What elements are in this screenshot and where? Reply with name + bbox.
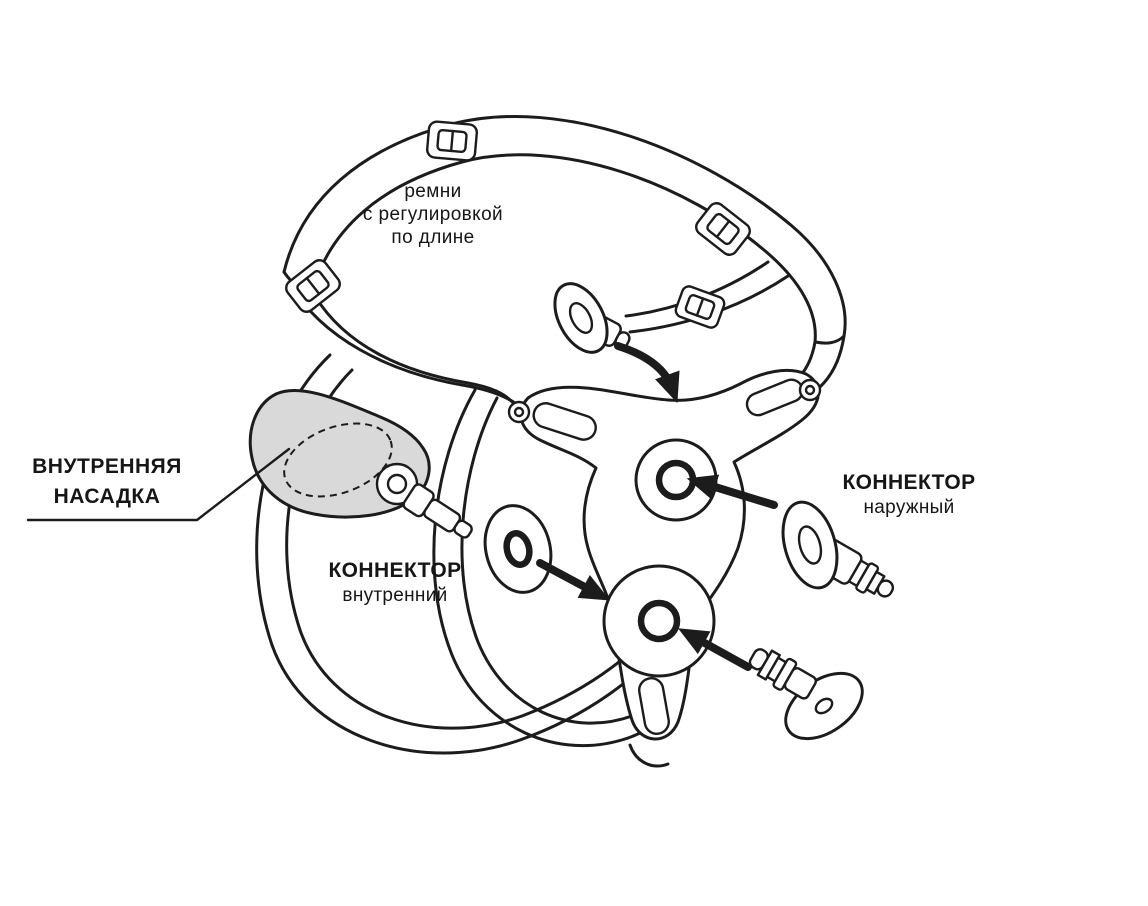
strap-buckle-left: [285, 259, 341, 313]
inner-connector-disc: [483, 504, 553, 594]
plate-rivet-left: [507, 400, 531, 424]
arrow-lower-plug-to-lower-ring: [678, 628, 752, 671]
inner-attachment-label: ВНУТРЕННЯЯ НАСАДКА: [18, 452, 196, 512]
straps-label-line3: по длине: [391, 227, 475, 248]
bottom-strap-tail: [628, 743, 670, 768]
connector-inner-label: КОННЕКТОР внутренний: [300, 558, 490, 608]
arrow-top-plug-to-plate: [614, 342, 680, 404]
leg-strap-right-loop: [432, 388, 682, 748]
inner-attachment: [248, 388, 473, 539]
straps-label-line2: с регулировкой: [362, 204, 504, 225]
straps-label-line1: ремни: [404, 181, 462, 202]
top-plug-connector: [553, 282, 631, 354]
strap-buckle-mid: [674, 285, 726, 329]
arrow-outer-connector-to-upper-ring: [686, 474, 778, 509]
inner-attachment-label-line1: ВНУТРЕННЯЯ: [32, 455, 182, 478]
lower-plug-connector: [748, 648, 864, 741]
assembly-arrows: [536, 342, 778, 671]
straps-label: ремни с регулировкой по длине: [318, 180, 548, 249]
connector-inner-title: КОННЕКТОР: [328, 559, 462, 582]
outer-connector-plug: [781, 500, 895, 598]
connector-outer-subtitle: наружный: [863, 497, 955, 518]
connector-inner-subtitle: внутренний: [342, 585, 448, 606]
plate-slot-bottom-arm: [638, 677, 670, 735]
connector-outer-label: КОННЕКТОР наружный: [833, 470, 985, 520]
plate-slot-left-arm: [532, 402, 597, 441]
inner-attachment-shaft: [402, 483, 473, 539]
strap-buckle-right: [695, 202, 751, 256]
left-descending-strap: [288, 282, 525, 412]
inner-attachment-label-line2: НАСАДКА: [53, 485, 161, 508]
arrow-inner-connector-to-lower-ring: [536, 559, 611, 601]
harness-plate: [507, 368, 822, 768]
attachment-label-pointer-line: [26, 447, 291, 522]
strap-buckle-top: [425, 120, 479, 162]
plate-lower-ring: [602, 564, 716, 678]
connector-outer-title: КОННЕКТОР: [842, 471, 976, 494]
plate-rivet-right: [798, 378, 822, 402]
